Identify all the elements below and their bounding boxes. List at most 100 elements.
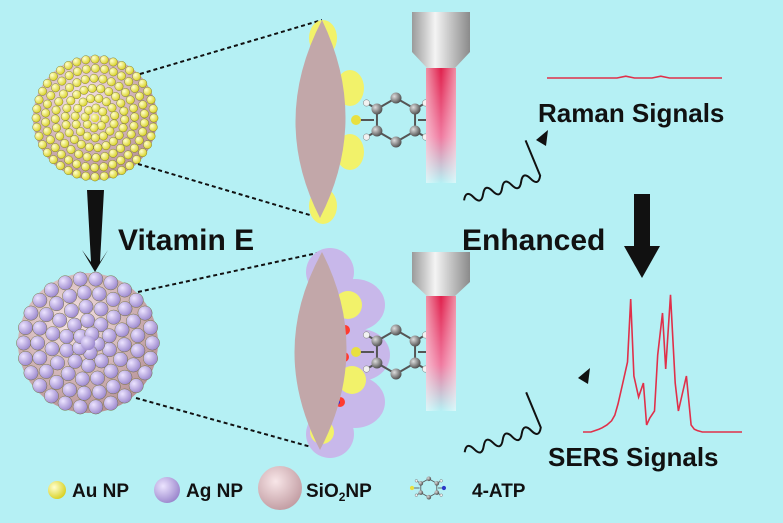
legend-au-label: Au NP: [72, 481, 129, 502]
nanoparticle-dot: [121, 88, 130, 97]
carbon-atom: [371, 335, 383, 347]
nanoparticle-dot: [32, 350, 48, 366]
nanoparticle-dot: [64, 71, 74, 81]
nanoparticle-dot: [60, 112, 70, 121]
nanoparticle-dot: [108, 67, 118, 77]
nanoparticle-dot: [90, 163, 100, 173]
nanoparticle-dot: [60, 139, 69, 148]
nanoparticle-dot: [99, 55, 109, 65]
legend: Au NP Ag NP SiO2NP 4-ATP: [48, 466, 526, 510]
nanoparticle-dot: [94, 353, 109, 369]
nanoparticle-dot: [90, 370, 105, 386]
nanoparticle-dot: [51, 105, 61, 115]
nanoparticle-dot: [96, 84, 106, 94]
nanoparticle-dot: [125, 313, 141, 329]
nanoparticle-dot: [108, 148, 118, 158]
nanoparticle-dot: [99, 162, 109, 172]
sers-signals-label: SERS Signals: [548, 442, 719, 472]
nanoparticle-dot: [130, 112, 140, 122]
nanoparticle-dot: [117, 369, 133, 385]
nanoparticle-dot: [130, 84, 140, 93]
nanoparticle-dot: [103, 363, 119, 379]
legend-atp-label: 4-ATP: [472, 481, 526, 502]
nanoparticle-dot: [32, 292, 48, 308]
nanoparticle-dot: [81, 64, 91, 74]
nanoparticle-dot: [84, 142, 94, 152]
nanoparticle-dot: [128, 292, 144, 308]
nanoparticle-dot: [62, 382, 77, 398]
nitrogen-atom: [441, 485, 447, 491]
nanoparticle-dot: [135, 91, 145, 101]
nanoparticle-dot: [101, 328, 117, 344]
nanoparticle-dot: [65, 83, 74, 93]
nanoparticle-dot: [138, 148, 148, 158]
vitamin-e-label: Vitamin E: [118, 224, 254, 257]
nanoparticle-dot: [74, 149, 84, 159]
carbon-atom: [371, 125, 383, 137]
nanoparticle-dot: [146, 131, 156, 141]
nanoparticle-dot: [118, 123, 128, 133]
nanoparticle-dot: [94, 94, 104, 103]
sulfur-atom: [351, 115, 361, 125]
nanoparticle-dot: [117, 301, 133, 317]
nanoparticle-dot: [114, 130, 124, 140]
nanoparticle-dot: [103, 275, 119, 291]
nanoparticle-dot: [137, 365, 153, 381]
nanoparticle-dot: [70, 111, 80, 121]
nanoparticle-dot: [126, 129, 136, 139]
nanoparticle-dot: [99, 171, 109, 181]
zoom-line: [137, 163, 321, 219]
nanoparticle-dot: [124, 77, 134, 87]
nanoparticle-dot: [86, 94, 96, 104]
carbon-atom: [409, 103, 421, 115]
raman-signals-label: Raman Signals: [538, 98, 724, 128]
nanoparticle-dot: [117, 166, 127, 175]
nanoparticle-dot: [149, 113, 159, 123]
carbon-atom: [418, 490, 424, 495]
nanoparticle-dot: [72, 90, 82, 100]
nanoparticle-dot: [134, 135, 144, 145]
nanoparticle-dot: [138, 127, 148, 137]
nanoparticle-dot: [32, 320, 48, 336]
nanoparticle-dot: [100, 64, 109, 74]
ag-np-legend-icon: [154, 477, 180, 503]
nanoparticle-dot: [80, 357, 96, 373]
nanoparticle-dot: [125, 161, 135, 171]
nanoparticle-dot: [72, 57, 82, 67]
nanoparticle-dot: [42, 79, 52, 88]
nanoparticle-dot: [32, 122, 42, 132]
nanoparticle-dot: [54, 97, 64, 107]
nanoparticle-dot: [18, 350, 33, 366]
nanoparticle-dot: [117, 71, 126, 81]
nanoparticle-dot: [72, 399, 88, 415]
nanoparticle-dot: [78, 299, 94, 315]
carbon-atom: [390, 368, 402, 380]
legend-sio2-label: SiO2NP: [306, 481, 372, 504]
nanoparticle-dot: [125, 95, 135, 105]
nanoparticle-dot: [50, 355, 65, 371]
laser-bottom: [412, 252, 470, 411]
sulfur-atom: [409, 485, 415, 491]
nanoparticle-dot: [72, 271, 88, 287]
nanoparticle-dot: [62, 288, 77, 304]
enhanced-label: Enhanced: [462, 224, 605, 257]
nanoparticle-dot: [23, 365, 39, 381]
nanoparticle-dot: [52, 123, 61, 133]
nanoparticle-dot: [143, 140, 152, 150]
spectrum-line: [547, 75, 722, 79]
sers-spectrum: [583, 294, 742, 433]
nanoparticle-dot: [56, 161, 65, 171]
nanoparticle-dot: [88, 271, 104, 287]
nanoparticle-dot: [56, 149, 66, 159]
nanoparticle-dot: [76, 285, 92, 301]
vitamin-e-arrow: [82, 190, 108, 272]
nanoparticle-dot: [104, 87, 114, 97]
nanoparticle-dot: [90, 54, 100, 64]
nanoparticle-dot: [63, 61, 73, 70]
carbon-atom: [409, 357, 421, 369]
nanoparticle-dot: [108, 159, 118, 169]
nanoparticle-dot: [60, 366, 76, 381]
nanoparticle-dot: [98, 74, 108, 84]
nanoparticle-dot: [129, 143, 139, 153]
